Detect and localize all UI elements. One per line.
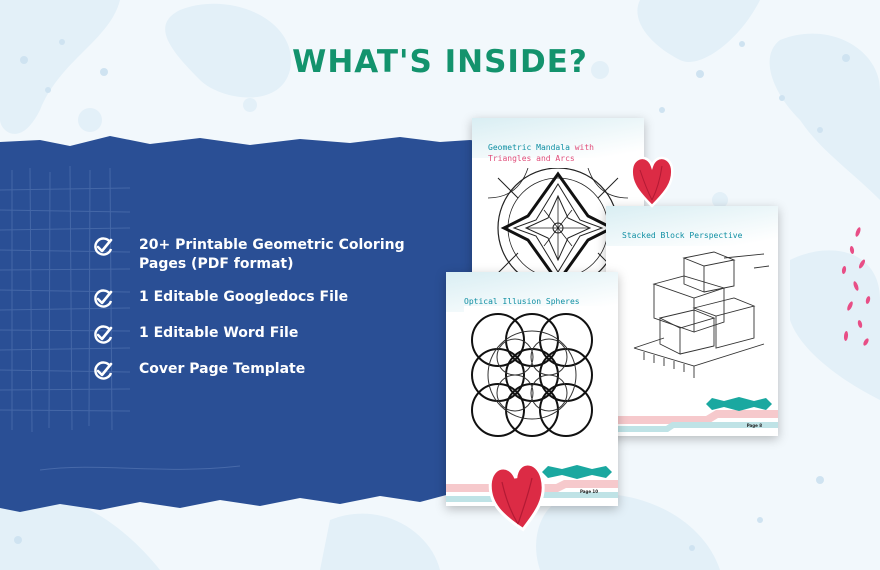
star-badge-icon — [706, 397, 772, 411]
card-header — [606, 206, 778, 246]
card-footer — [606, 410, 778, 432]
blue-banner — [0, 136, 520, 512]
feature-item: 1 Editable Word File — [92, 324, 412, 346]
heart-icon — [630, 156, 674, 208]
heart-icon — [488, 462, 545, 532]
feature-list: 20+ Printable Geometric Coloring Pages (… — [92, 236, 412, 396]
check-circle-icon — [94, 325, 113, 344]
card-title-main: Geometric Mandala — [488, 143, 570, 152]
feature-item: 1 Editable Googledocs File — [92, 288, 412, 310]
card-header — [472, 118, 644, 158]
check-circle-icon — [94, 237, 113, 256]
feature-item: Cover Page Template — [92, 360, 412, 382]
feature-text: 1 Editable Googledocs File — [139, 289, 349, 305]
page-number: Page 8 — [746, 423, 762, 428]
check-circle-icon — [94, 361, 113, 380]
card-title: Stacked Block Perspective — [622, 231, 743, 240]
star-badge-icon — [542, 465, 612, 479]
feature-item: 20+ Printable Geometric Coloring Pages (… — [92, 236, 412, 274]
page-number: Page 10 — [579, 489, 598, 494]
mandala-illustration — [488, 168, 628, 278]
card-header — [446, 272, 618, 312]
card-title: Geometric Mandala with Triangles and Arc… — [488, 142, 628, 164]
card-title: Optical Illusion Spheres — [464, 297, 580, 306]
spheres-illustration — [464, 306, 600, 444]
card-title-accent: with Triangles and Arcs — [488, 143, 594, 163]
check-circle-icon — [94, 289, 113, 308]
feature-text: Cover Page Template — [139, 361, 306, 377]
feature-text: 20+ Printable Geometric Coloring Pages (… — [139, 237, 405, 272]
feature-text: 1 Editable Word File — [139, 325, 299, 341]
page-title: WHAT'S INSIDE? — [292, 44, 588, 80]
block-illustration — [633, 251, 770, 378]
page-preview-block: Stacked Block Perspective Page 8 — [606, 206, 778, 436]
